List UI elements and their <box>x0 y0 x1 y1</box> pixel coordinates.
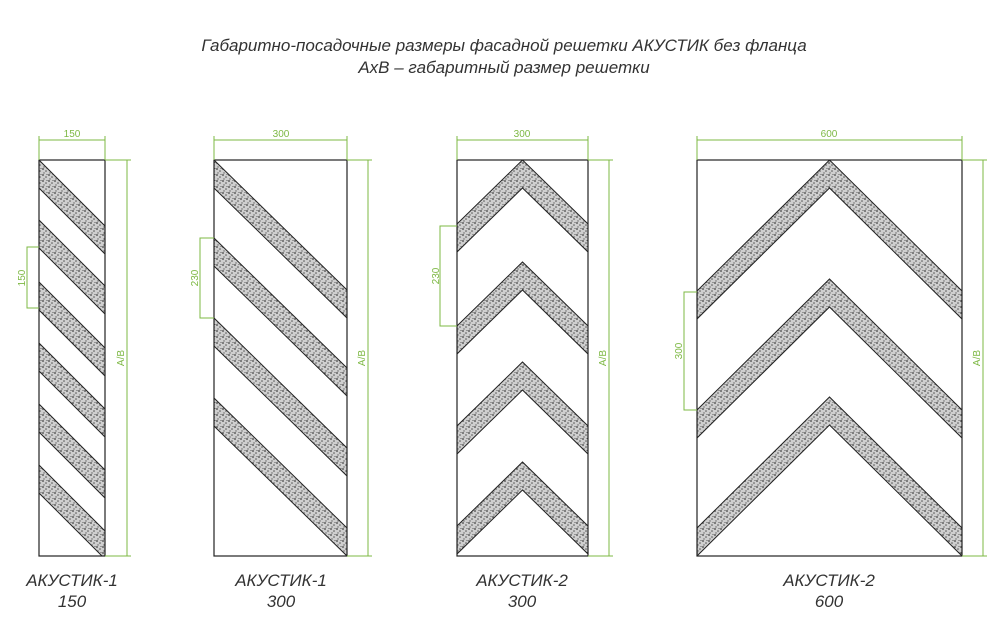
caption-3: АКУСТИК-2 300 <box>432 570 612 612</box>
diagonal-stripe <box>39 160 105 255</box>
side-dimension-line <box>588 159 613 557</box>
panel-2 <box>199 136 372 557</box>
top-dimension-line <box>456 136 589 160</box>
pitch-dim-4: 300 <box>674 342 685 359</box>
chevron-stripe <box>457 261 588 355</box>
chevron-stripe <box>457 160 588 253</box>
panel-outline <box>696 159 963 557</box>
diagonal-stripe <box>214 160 347 319</box>
diagonal-stripe <box>39 219 105 315</box>
side-dim-2: A/B <box>357 350 368 366</box>
caption-name: АКУСТИК-2 <box>476 571 568 590</box>
top-dimension-line <box>38 136 106 160</box>
chevron-stripe <box>457 461 588 555</box>
caption-name: АКУСТИК-1 <box>235 571 327 590</box>
panel-3 <box>439 136 613 557</box>
side-dim-1: A/B <box>116 350 127 366</box>
caption-name: АКУСТИК-2 <box>783 571 875 590</box>
panel-outline <box>213 159 348 557</box>
caption-1: АКУСТИК-1 150 <box>0 570 162 612</box>
caption-4: АКУСТИК-2 600 <box>739 570 919 612</box>
caption-size: 600 <box>814 592 844 611</box>
panel-4 <box>683 136 987 557</box>
top-dim-4: 600 <box>821 129 838 140</box>
top-dimension-line <box>213 136 348 160</box>
side-dimension-line <box>347 159 372 557</box>
panel-outline <box>38 159 106 557</box>
pitch-dimension-line <box>683 291 697 411</box>
chevron-stripe <box>697 396 962 556</box>
side-dimension-line <box>105 159 131 557</box>
diagonal-stripe <box>39 464 105 556</box>
chevron-stripe <box>697 160 962 320</box>
title-line-1: Габаритно-посадочные размеры фасадной ре… <box>201 36 807 55</box>
diagonal-stripe <box>39 342 105 438</box>
top-dim-3: 300 <box>514 129 531 140</box>
top-dimension-line <box>696 136 963 160</box>
pitch-dim-2: 230 <box>190 269 201 286</box>
panel-outline <box>456 159 589 557</box>
pitch-dimension-line <box>439 225 457 327</box>
pitch-dim-1: 150 <box>17 269 28 286</box>
pitch-dimension-line <box>26 246 39 309</box>
pitch-dim-3: 230 <box>431 267 442 284</box>
diagonal-stripe <box>214 397 347 556</box>
diagonal-stripe <box>39 281 105 377</box>
side-dim-3: A/B <box>598 350 609 366</box>
diagonal-stripe <box>214 317 347 477</box>
caption-size: 150 <box>57 592 87 611</box>
diagonal-stripe <box>214 237 347 397</box>
top-dim-2: 300 <box>273 129 290 140</box>
diagonal-stripe <box>39 403 105 499</box>
top-dim-1: 150 <box>64 129 81 140</box>
caption-name: АКУСТИК-1 <box>26 571 118 590</box>
pitch-dimension-line <box>199 237 214 319</box>
panel-1 <box>26 136 131 557</box>
caption-2: АКУСТИК-1 300 <box>191 570 371 612</box>
title-line-2: AxB – габаритный размер решетки <box>358 58 650 77</box>
chevron-stripe <box>457 361 588 455</box>
chevron-stripe <box>697 278 962 439</box>
side-dimension-line <box>962 159 987 557</box>
side-dim-4: A/B <box>972 350 983 366</box>
caption-size: 300 <box>507 592 537 611</box>
caption-size: 300 <box>266 592 296 611</box>
